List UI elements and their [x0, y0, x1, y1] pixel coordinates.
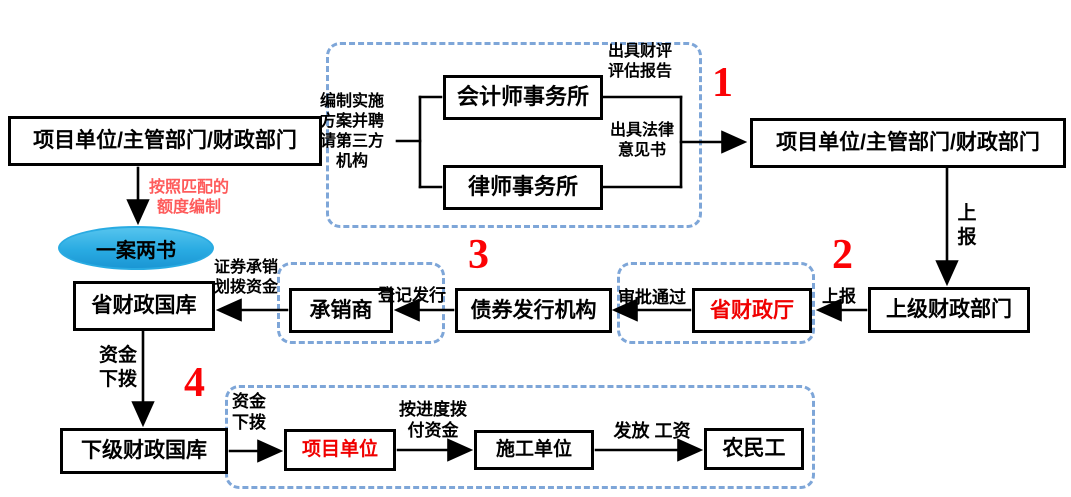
label-funds-down-bottom: 资金下拨: [232, 392, 266, 433]
label-progress-payment: 按进度拨付资金: [399, 400, 467, 441]
step-number-2: 2: [832, 232, 853, 278]
label-funds-down-left: 资金下拨: [98, 345, 137, 390]
label-pay-wages: 发放 工资: [613, 421, 691, 441]
node-project-dept-right: 项目单位/主管部门/财政部门: [750, 118, 1066, 168]
node-one-plan-two-documents: 一案两书: [58, 226, 214, 270]
group-underwriter: [277, 262, 445, 344]
label-report-up: 上报: [822, 287, 856, 306]
node-bond-issuing-agency: 债券发行机构: [455, 288, 612, 333]
node-provincial-treasury: 省财政国库: [73, 281, 215, 331]
step-number-1: 1: [712, 60, 733, 106]
node-upper-finance-dept: 上级财政部门: [868, 287, 1030, 333]
group-third-party-agencies: [326, 42, 702, 228]
label-legal-opinion: 出具法律意见书: [609, 122, 674, 159]
node-lower-treasury: 下级财政国库: [60, 428, 228, 474]
node-law-firm: 律师事务所: [443, 165, 603, 210]
label-quota-note: 按照匹配的额度编制: [148, 179, 229, 216]
label-compile-plan: 编制实施方案并聘请第三方机构: [319, 93, 384, 170]
node-migrant-workers: 农民工: [704, 428, 804, 470]
node-project-dept-left: 项目单位/主管部门/财政部门: [8, 116, 322, 166]
label-financial-report: 出具财评评估报告: [607, 43, 672, 80]
node-construction-unit: 施工单位: [474, 430, 594, 470]
label-report-up-vertical: 上报: [957, 203, 977, 248]
node-underwriter: 承销商: [289, 288, 393, 333]
node-accounting-firm: 会计师事务所: [443, 75, 603, 120]
node-provincial-finance-dept: 省财政厅: [692, 288, 812, 333]
step-number-4: 4: [184, 360, 205, 406]
node-project-unit: 项目单位: [284, 429, 396, 471]
step-number-3: 3: [468, 232, 489, 278]
label-approval: 审批通过: [618, 288, 686, 307]
label-underwrite-funds: 证券承销划拨资金: [213, 259, 278, 296]
label-register-issue: 登记发行: [378, 286, 446, 305]
